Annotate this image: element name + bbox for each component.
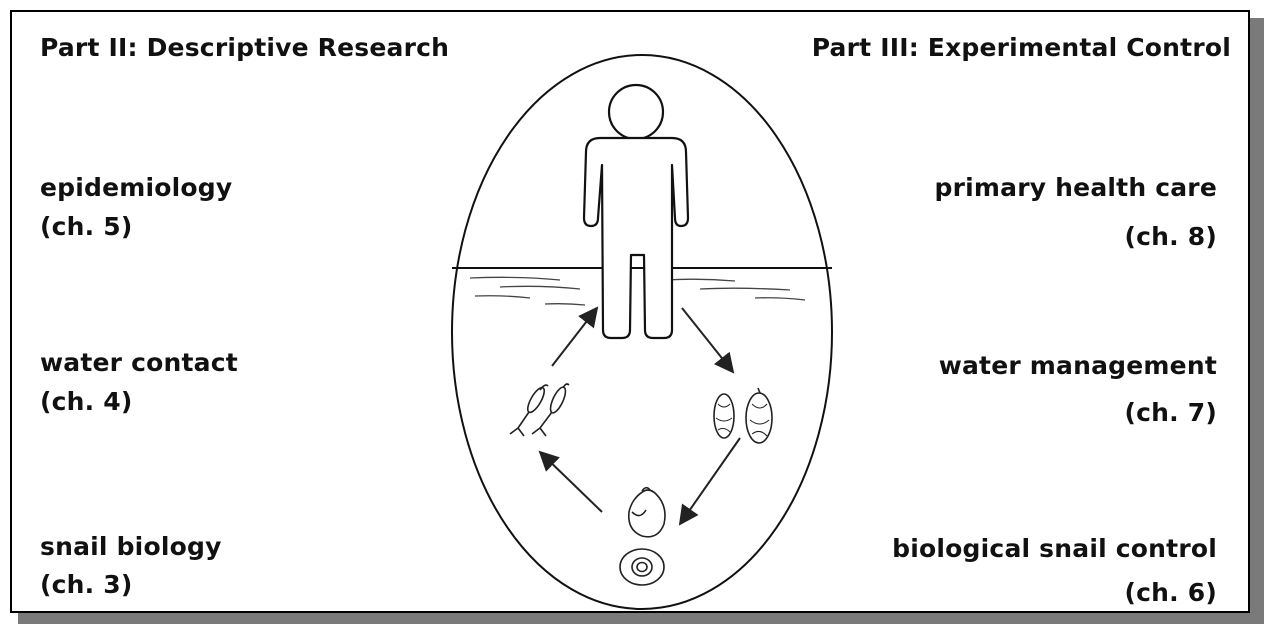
left-item-epidemiology: epidemiology: [40, 173, 232, 203]
arrow-human-to-eggs: [682, 308, 733, 372]
left-item-snail-biology: snail biology: [40, 532, 222, 562]
right-item-water-management: water management: [939, 351, 1217, 381]
cycle-arrows: [540, 308, 740, 524]
human-figure-icon: [584, 85, 688, 338]
cercariae-icon: [510, 384, 569, 436]
left-item-snail-biology-chapter: (ch. 3): [40, 570, 132, 600]
schistosome-eggs-icon: [714, 388, 772, 443]
left-heading: Part II: Descriptive Research: [40, 33, 449, 63]
arrow-snail-to-cercariae: [540, 452, 602, 512]
left-item-water-contact: water contact: [40, 348, 238, 378]
arrow-cercariae-to-human: [552, 308, 597, 366]
right-item-biological-snail-control-chapter: (ch. 6): [1125, 578, 1217, 608]
snail-icon: [620, 488, 665, 585]
right-item-primary-health-care: primary health care: [935, 173, 1217, 203]
water-ripples: [470, 277, 805, 305]
right-item-primary-health-care-chapter: (ch. 8): [1125, 222, 1217, 252]
arrow-eggs-to-snail: [680, 438, 740, 524]
right-item-biological-snail-control: biological snail control: [892, 534, 1217, 564]
left-item-epidemiology-chapter: (ch. 5): [40, 212, 132, 242]
left-item-water-contact-chapter: (ch. 4): [40, 387, 132, 417]
right-item-water-management-chapter: (ch. 7): [1125, 398, 1217, 428]
right-heading: Part III: Experimental Control: [812, 33, 1231, 63]
